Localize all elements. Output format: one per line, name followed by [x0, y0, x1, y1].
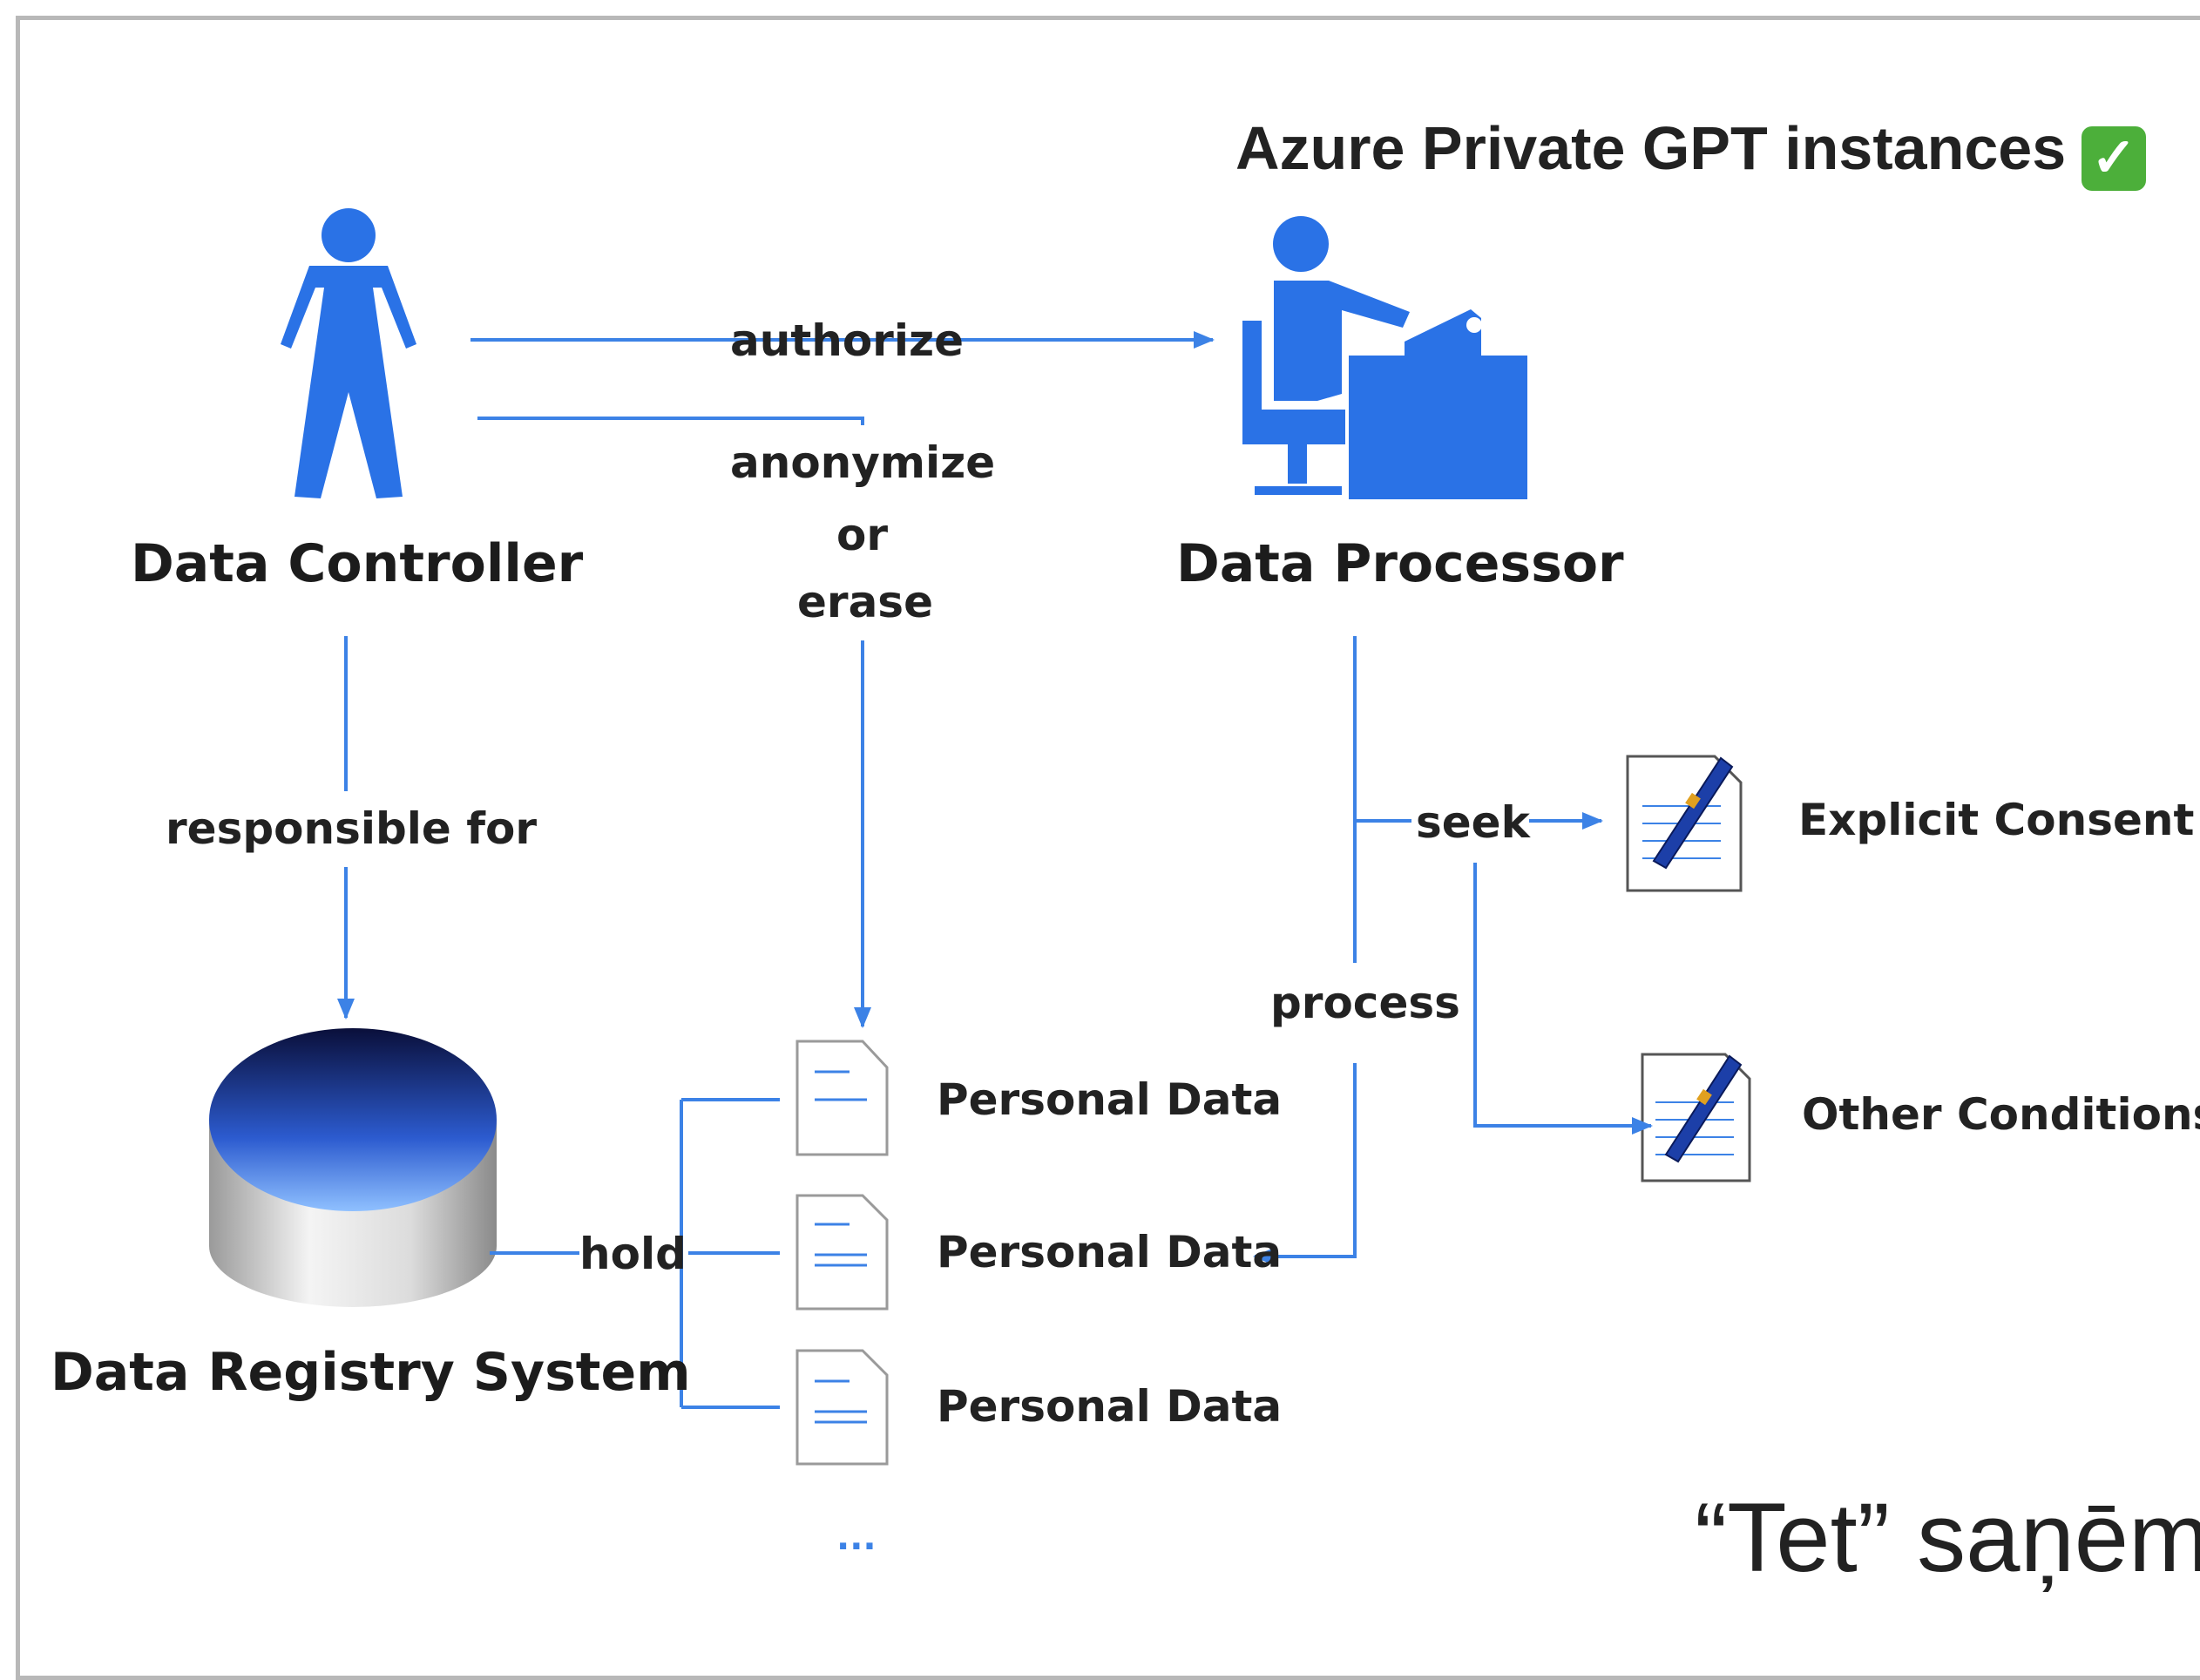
caption-text: “Tet” saņēm — [1695, 1483, 2200, 1592]
anonymize-label: anonymize — [730, 437, 996, 488]
data-processor-label: Data Processor — [1176, 533, 1624, 594]
seek-label: seek — [1416, 797, 1530, 848]
other-conditions-label: Other Conditions — [1802, 1089, 2200, 1140]
anonymize-erase-connector — [477, 417, 864, 425]
or-label: or — [836, 510, 889, 560]
diagram-canvas — [209, 208, 1751, 1466]
personal-data-label-3: Personal Data — [937, 1381, 1283, 1432]
personal-data-document-icon-3 — [795, 1349, 889, 1466]
other-conditions-pen-document-icon — [1641, 1053, 1751, 1182]
explicit-consent-label: Explicit Consent — [1798, 795, 2195, 845]
authorize-label: authorize — [730, 315, 964, 366]
hold-label: hold — [579, 1229, 687, 1279]
personal-data-label-1: Personal Data — [937, 1074, 1283, 1125]
data-controller-person-icon — [281, 208, 416, 498]
more-items-ellipsis: ... — [836, 1518, 877, 1558]
other-conditions-arrow — [1473, 863, 1653, 1135]
data-registry-system-label: Data Registry System — [51, 1342, 691, 1403]
diagram-connectors — [337, 331, 1653, 1409]
personal-data-label-2: Personal Data — [937, 1227, 1283, 1277]
data-controller-label: Data Controller — [131, 533, 584, 594]
personal-data-document-icon-2 — [795, 1194, 889, 1311]
data-processor-desk-icon — [1242, 216, 1527, 499]
process-arrow — [1253, 1063, 1357, 1265]
annotation-text: Azure Private GPT instances — [1235, 114, 2067, 182]
personal-data-document-icon-1 — [795, 1040, 889, 1156]
erase-label: erase — [797, 577, 933, 627]
data-registry-database-icon — [209, 1028, 497, 1307]
checkmark-icon: ✓ — [2082, 126, 2147, 191]
figure-frame — [16, 16, 2200, 1680]
process-label: process — [1270, 978, 1460, 1028]
explicit-consent-pen-document-icon — [1626, 755, 1743, 892]
responsible-for-label: responsible for — [166, 803, 537, 854]
annotation-label: Azure Private GPT instances✓ — [1235, 113, 2147, 191]
